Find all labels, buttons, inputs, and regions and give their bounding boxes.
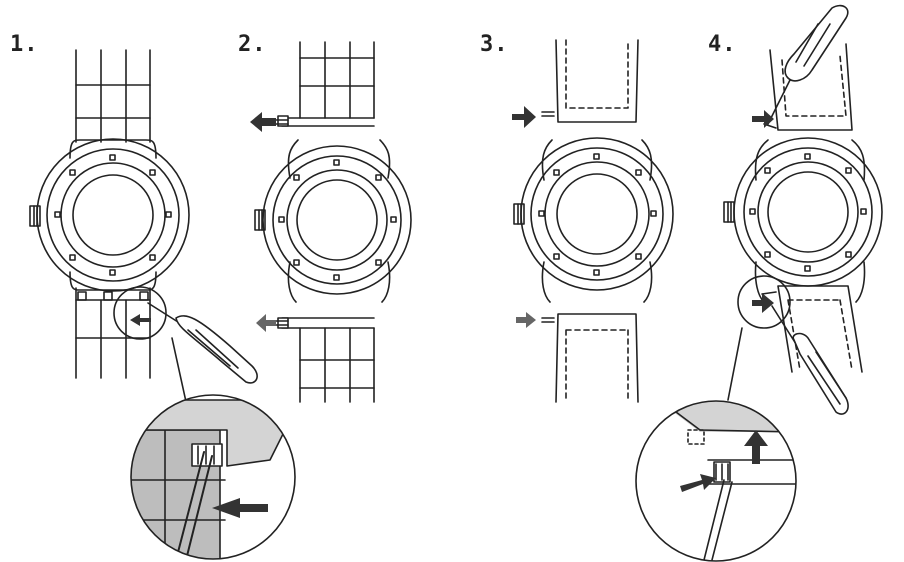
step-3-group: [512, 40, 673, 402]
step-4-arrow-bottom: [752, 293, 774, 313]
step-2-arrow-bottom: [256, 314, 276, 332]
step-1-push-arrow: [130, 314, 151, 326]
step-1-screwdriver: [148, 303, 257, 383]
step-1-watch: [30, 139, 189, 291]
step-3-strap-bottom: [542, 314, 638, 402]
step-4-watch: [724, 138, 882, 302]
step-4-strap-bottom: [738, 276, 862, 372]
step-1-bracelet-top: [76, 50, 150, 142]
step-2-arrow-top: [250, 112, 276, 132]
step-1-bracelet-bottom: [76, 288, 150, 378]
step-2-bracelet-bottom: [270, 318, 374, 402]
step-4-arrow-top: [752, 110, 774, 128]
step-2-bracelet-top: [270, 42, 374, 126]
step-3-watch: [514, 138, 673, 302]
step-4-screwdriver-top: [768, 6, 848, 124]
step-1-zoom-circle: [120, 395, 300, 562]
step-3-arrow-bottom: [516, 312, 536, 328]
step-3-arrow-top: [512, 106, 536, 128]
step-4-group: [636, 6, 882, 561]
step-4-callout-line: [728, 328, 742, 400]
step-4-zoom-circle: [636, 400, 800, 561]
step-2-group: [250, 42, 411, 402]
step-2-watch: [255, 140, 411, 302]
step-3-strap-top: [542, 40, 638, 122]
